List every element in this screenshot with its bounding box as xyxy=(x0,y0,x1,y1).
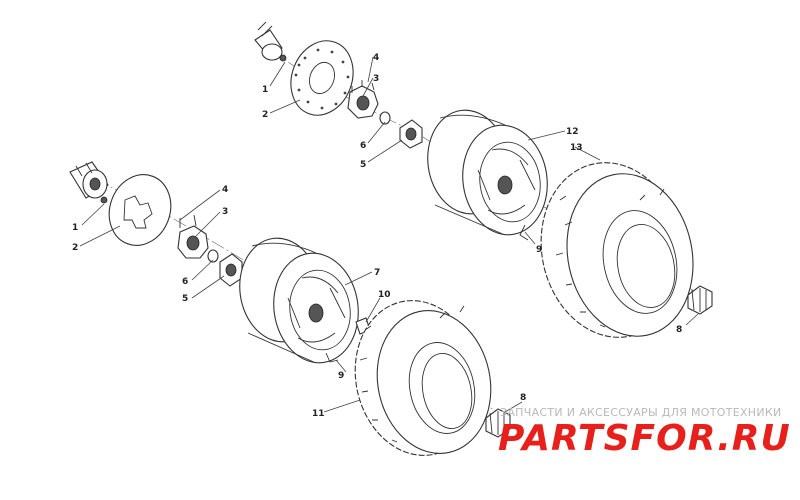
callout-lower-3: 3 xyxy=(222,207,228,217)
lower-hub-nut xyxy=(219,253,243,287)
callout-lower-7: 7 xyxy=(374,268,380,278)
callout-upper-2: 2 xyxy=(262,110,268,120)
lower-axle-stub xyxy=(69,161,109,204)
callout-upper-12: 12 xyxy=(566,127,579,137)
upper-hub xyxy=(347,80,391,125)
callout-upper-6: 6 xyxy=(360,141,366,151)
upper-hub-nut xyxy=(399,119,423,149)
upper-wheel-assembly: 1 2 4 3 6 5 12 13 9 8 xyxy=(254,21,713,338)
callout-lower-5: 5 xyxy=(182,294,188,304)
callout-upper-1: 1 xyxy=(262,85,268,95)
callout-upper-8: 8 xyxy=(676,325,682,335)
callout-lower-6: 6 xyxy=(182,277,188,287)
callout-lower-8: 8 xyxy=(520,393,526,403)
callout-upper-13: 13 xyxy=(570,143,583,153)
callout-lower-9: 9 xyxy=(338,371,344,381)
lower-wheel-assembly: 1 2 4 3 6 5 7 10 9 11 8 xyxy=(69,161,526,456)
upper-brake-disc xyxy=(290,40,354,116)
callout-lower-11: 11 xyxy=(312,409,325,419)
upper-axle-stub xyxy=(254,21,287,62)
callout-upper-9: 9 xyxy=(536,245,542,255)
upper-tire xyxy=(540,162,694,338)
callout-lower-10: 10 xyxy=(378,290,391,300)
callout-upper-5: 5 xyxy=(360,160,366,170)
callout-lower-1: 1 xyxy=(72,223,78,233)
lower-brake-disc xyxy=(108,174,172,246)
callout-upper-3: 3 xyxy=(373,74,379,84)
lower-hub xyxy=(177,214,219,263)
callout-lower-2: 2 xyxy=(72,243,78,253)
callout-upper-4: 4 xyxy=(373,53,379,63)
callout-lower-4: 4 xyxy=(222,185,228,195)
watermark-tagline: ЗАПЧАСТИ И АКСЕССУАРЫ ДЛЯ МОТОТЕХНИКИ xyxy=(500,406,782,419)
lower-tire xyxy=(354,300,492,456)
lower-wheel-rim xyxy=(239,237,359,364)
upper-lug-nut xyxy=(687,285,713,315)
watermark-logo: PARTSFOR.RU xyxy=(498,418,791,459)
watermark: ЗАПЧАСТИ И АКСЕССУАРЫ ДЛЯ МОТОТЕХНИКИ PA… xyxy=(498,406,791,459)
upper-wheel-rim xyxy=(427,109,548,241)
lower-lug-nut xyxy=(485,408,511,438)
